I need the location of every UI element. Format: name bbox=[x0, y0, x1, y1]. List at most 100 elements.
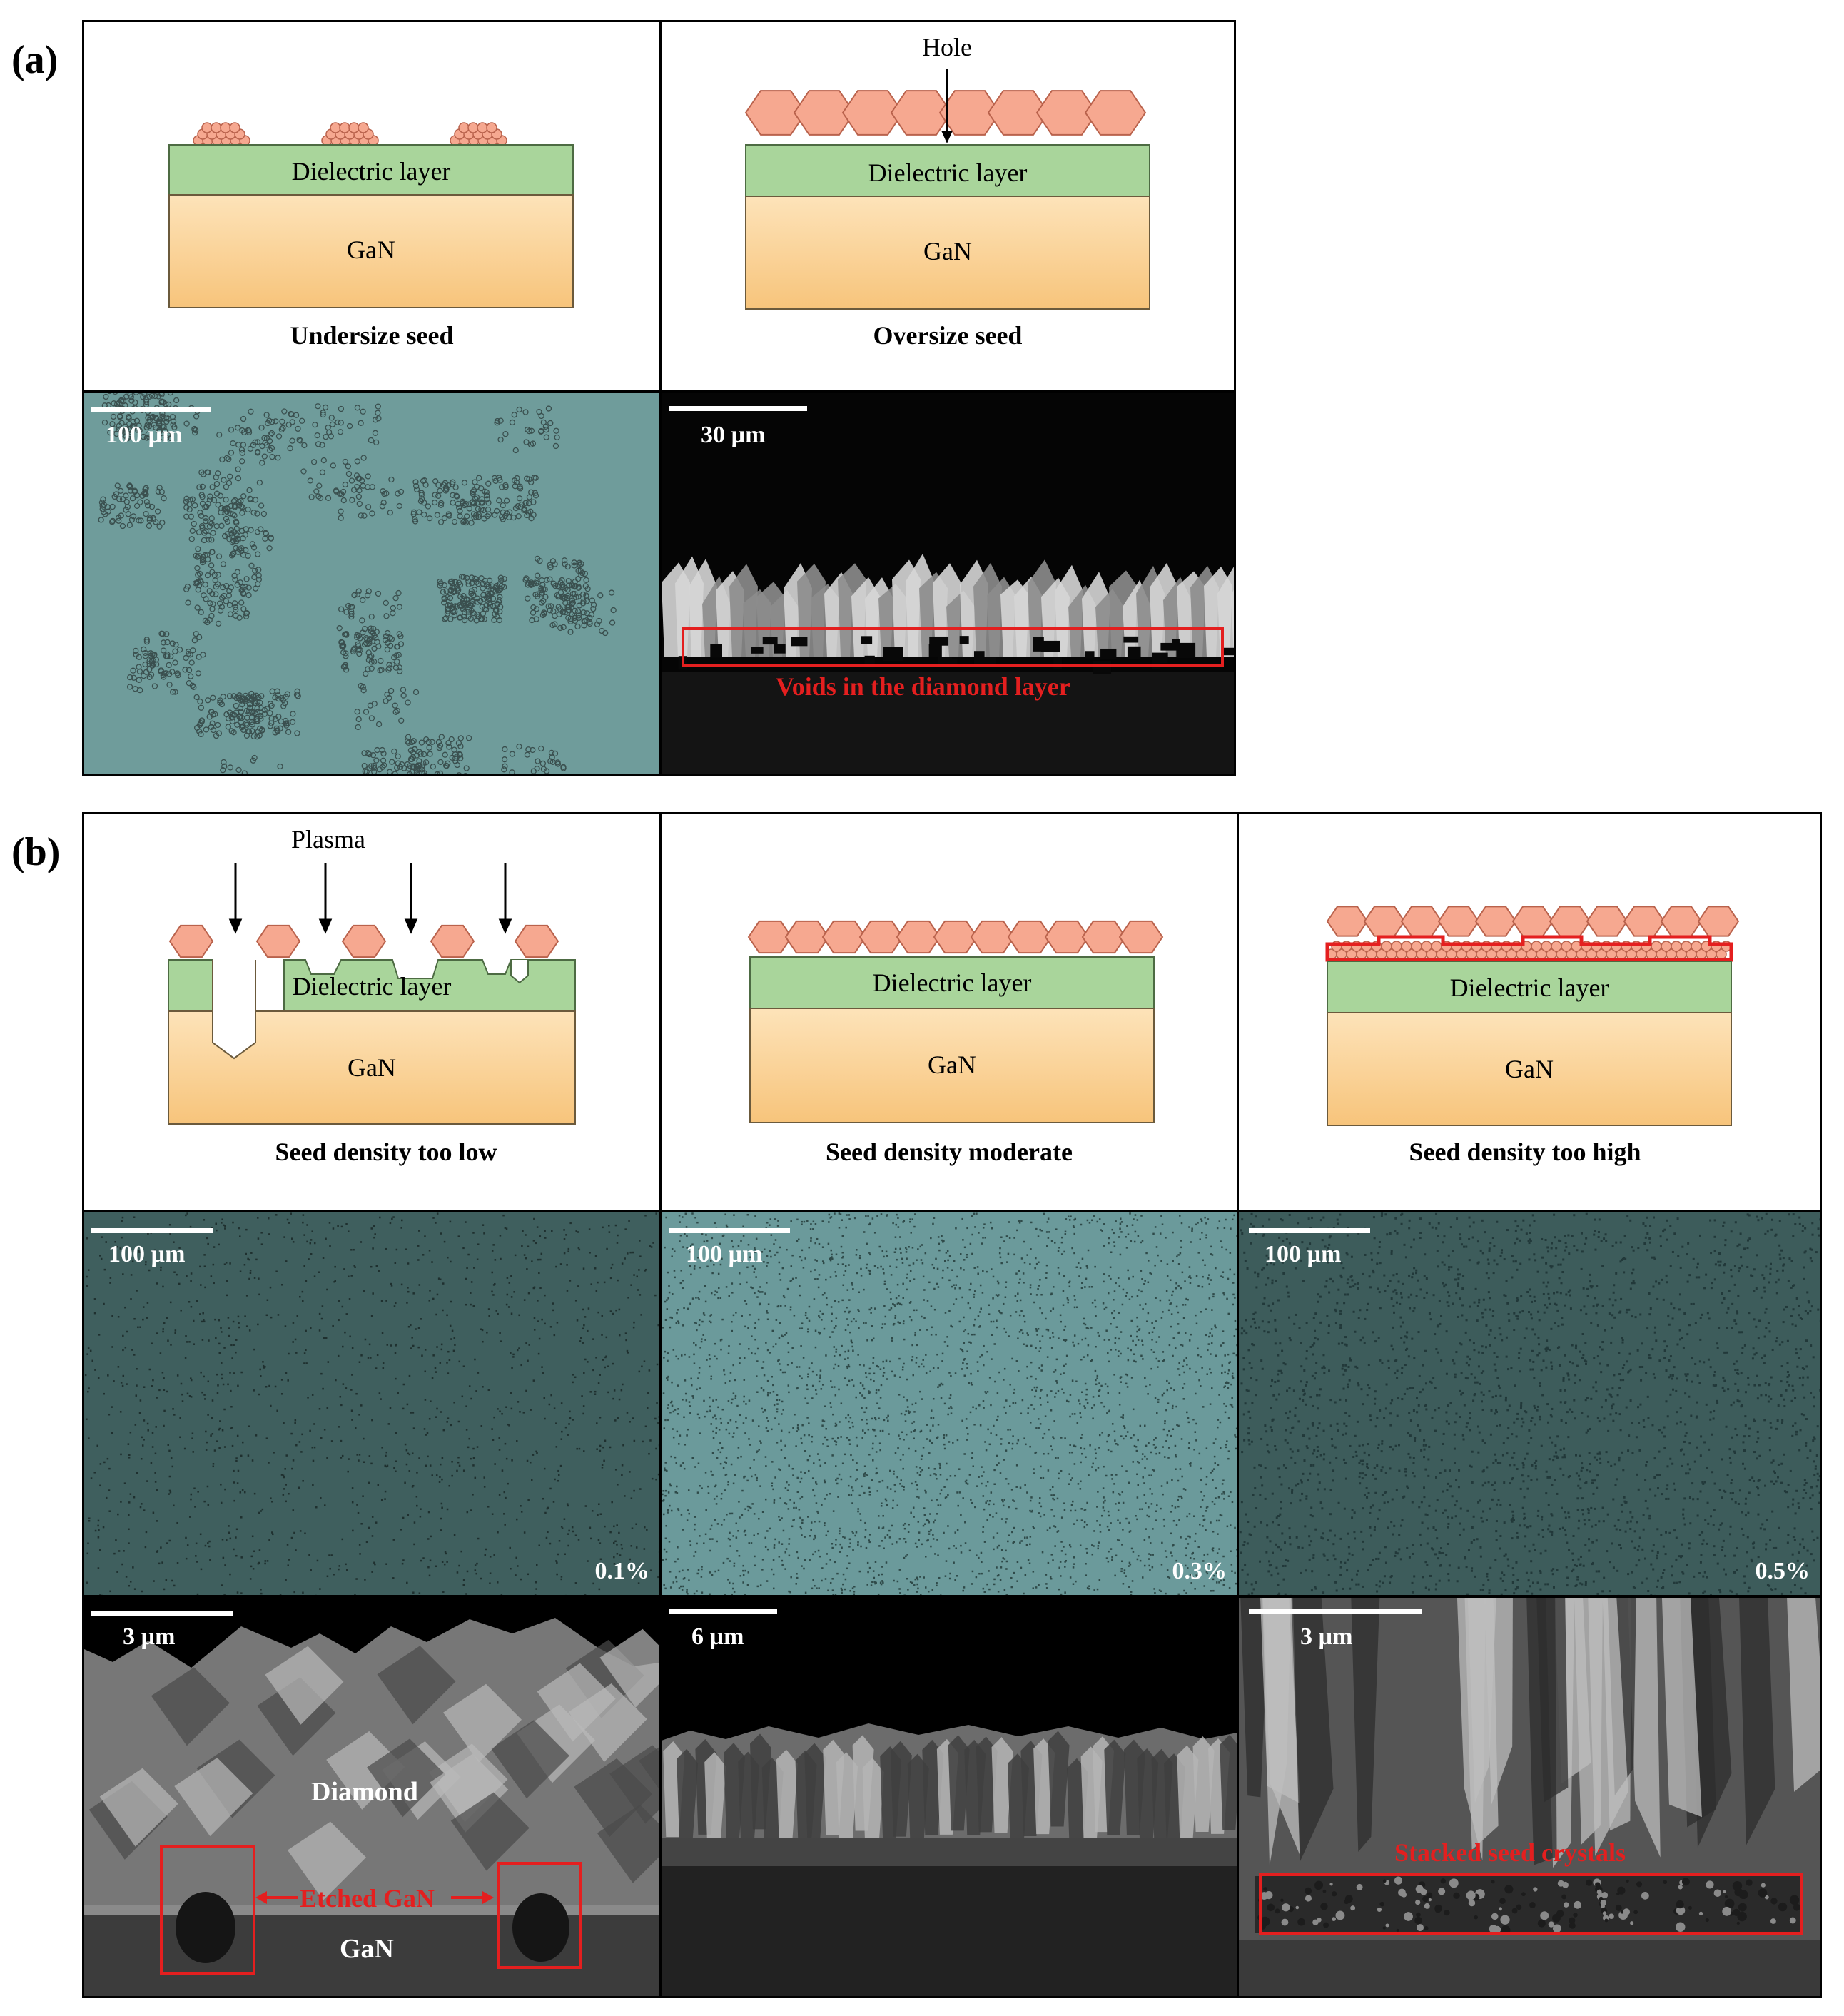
oversize-schematic: Hole Dielectric layer GaN Oversize seed bbox=[659, 20, 1236, 392]
dielectric-label: Dielectric layer bbox=[291, 157, 451, 186]
stacked-seed bbox=[1381, 941, 1392, 952]
dielectric-label: Dielectric layer bbox=[872, 968, 1032, 997]
moderate-density-sem: 6 µm bbox=[659, 1596, 1239, 1998]
caption-oversize: Oversize seed bbox=[873, 321, 1023, 350]
seed-crystal bbox=[970, 920, 1015, 954]
dielectric-layer bbox=[749, 956, 1155, 1009]
seed-crystal bbox=[793, 90, 856, 136]
stacked-seed bbox=[1391, 941, 1402, 952]
scale-bar bbox=[669, 406, 807, 411]
seed-crystal bbox=[1118, 920, 1164, 954]
scale-label: 100 µm bbox=[108, 1241, 186, 1267]
caption-low: Seed density too low bbox=[275, 1138, 497, 1166]
stacked-seed-box bbox=[1259, 1873, 1803, 1935]
sparse-seed-crystals bbox=[168, 924, 559, 958]
caption-high: Seed density too high bbox=[1409, 1138, 1641, 1166]
gan-label: GaN bbox=[1505, 1055, 1554, 1083]
gan-label: GaN bbox=[928, 1050, 976, 1079]
seed-clusters bbox=[193, 122, 507, 146]
gan-label: GaN bbox=[347, 235, 395, 264]
oversize-sem-crosssection: 30 µm Voids in the diamond layer bbox=[659, 391, 1236, 776]
dielectric-label: Dielectric layer bbox=[292, 972, 452, 1001]
surface-image bbox=[662, 1212, 1237, 1595]
upper-seed-crystals bbox=[1326, 906, 1740, 937]
seed-particle bbox=[477, 122, 488, 133]
seed-crystal bbox=[784, 920, 830, 954]
caption-moderate: Seed density moderate bbox=[826, 1138, 1073, 1166]
gan-label: GaN bbox=[923, 237, 972, 265]
seed-particle bbox=[229, 122, 240, 133]
sem-image bbox=[662, 1723, 1237, 1996]
seed-particle bbox=[211, 122, 222, 133]
gan-layer bbox=[1327, 1012, 1732, 1126]
seed-particle bbox=[486, 122, 497, 133]
scale-label: 6 µm bbox=[692, 1624, 744, 1650]
seed-particle bbox=[467, 122, 479, 133]
dielectric-label: Dielectric layer bbox=[868, 158, 1028, 187]
scale-label: 100 µm bbox=[686, 1241, 763, 1267]
seed-particle bbox=[348, 122, 360, 133]
seed-crystal bbox=[744, 90, 807, 136]
gan-label: GaN bbox=[340, 1934, 394, 1964]
diamond-layer-image bbox=[662, 554, 1234, 774]
stacked-seed bbox=[1651, 941, 1662, 952]
gan-label: GaN bbox=[348, 1053, 396, 1082]
scale-label: 30 µm bbox=[701, 422, 766, 448]
panel-a-label: (a) bbox=[11, 38, 59, 82]
seed-crystal bbox=[1437, 906, 1480, 937]
seed-crystal bbox=[1363, 906, 1406, 937]
undersize-diagram bbox=[168, 122, 574, 308]
seed-particle bbox=[220, 122, 231, 133]
stacked-seed bbox=[1421, 941, 1432, 952]
plasma-arrows bbox=[228, 863, 512, 934]
seed-crystal bbox=[168, 924, 214, 958]
seed-crystal bbox=[1007, 920, 1053, 954]
scale-label: 3 µm bbox=[123, 1624, 176, 1650]
seed-crystal bbox=[938, 90, 1001, 136]
seed-crystal bbox=[1035, 90, 1098, 136]
seed-crystal bbox=[341, 924, 387, 958]
high-density-sem: 3 µm Stacked seed crystals bbox=[1237, 1596, 1822, 1998]
seed-crystal bbox=[841, 90, 904, 136]
oversize-diagram bbox=[744, 69, 1150, 310]
stacked-seed bbox=[1431, 941, 1442, 952]
seed-crystal bbox=[1586, 906, 1628, 937]
low-density-schematic: Plasma Dielectric layer GaN Seed density… bbox=[82, 812, 662, 1212]
high-density-optical: 100 µm 0.5% bbox=[1237, 1210, 1822, 1597]
seed-crystal bbox=[1044, 920, 1090, 954]
dielectric-layer bbox=[745, 144, 1150, 197]
seed-crystal bbox=[821, 920, 867, 954]
seed-particle bbox=[358, 122, 369, 133]
scale-bar bbox=[669, 1228, 790, 1233]
stacked-seed bbox=[1531, 941, 1542, 952]
voids-highlight-box bbox=[682, 627, 1224, 667]
seed-particle bbox=[201, 122, 213, 133]
seed-crystal bbox=[1474, 906, 1517, 937]
seed-particle bbox=[330, 122, 341, 133]
seed-crystal bbox=[1660, 906, 1703, 937]
etched-gan-box-right bbox=[497, 1862, 582, 1969]
seed-crystal bbox=[1697, 906, 1740, 937]
scale-bar bbox=[1249, 1609, 1422, 1614]
seed-crystal bbox=[1081, 920, 1127, 954]
etched-gan-label: Etched GaN bbox=[300, 1884, 435, 1913]
hole-label: Hole bbox=[922, 33, 972, 61]
gan-layer bbox=[168, 194, 574, 308]
seed-crystal bbox=[430, 924, 475, 958]
low-density-optical: 100 µm 0.1% bbox=[82, 1210, 662, 1597]
plasma-label: Plasma bbox=[291, 825, 365, 853]
scale-bar bbox=[91, 1228, 213, 1233]
stacked-seed bbox=[1561, 941, 1572, 952]
seed-particle bbox=[339, 122, 350, 133]
gan-layer bbox=[745, 196, 1150, 310]
scale-bar bbox=[669, 1609, 777, 1614]
dielectric-layer bbox=[168, 144, 574, 196]
stacked-seed-crystals bbox=[1326, 941, 1732, 960]
seed-crystal bbox=[1326, 906, 1369, 937]
moderate-density-optical: 100 µm 0.3% bbox=[659, 1210, 1239, 1597]
dielectric-layer bbox=[1327, 961, 1732, 1013]
scale-bar bbox=[1249, 1228, 1370, 1233]
surface-image bbox=[1239, 1212, 1820, 1595]
stacked-seed bbox=[1681, 941, 1692, 952]
undersize-optical-micrograph: 100 µm bbox=[82, 391, 662, 776]
